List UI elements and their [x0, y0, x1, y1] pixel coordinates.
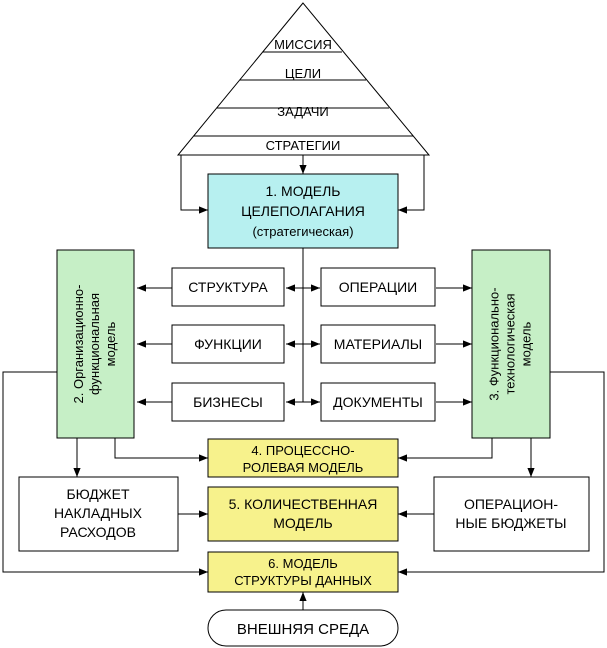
- external-environment-box: [207, 609, 399, 647]
- data-structure-model: 6. МОДЕЛЬ СТРУКТУРЫ ДАННЫХ: [207, 551, 399, 593]
- quantitative-model-line2: МОДЕЛЬ: [273, 515, 332, 531]
- operational-budgets-line1: ОПЕРАЦИОН-: [464, 496, 558, 512]
- businesses-label: БИЗНЕСЫ: [193, 394, 263, 410]
- connector-arrow: [398, 371, 605, 576]
- connector-arrow: [398, 438, 493, 462]
- materials-box: [320, 324, 436, 364]
- org-functional-model: 2. Организационно- функциональная модель: [56, 249, 135, 439]
- process-role-model: 4. ПРОЦЕССНО- РОЛЕВАЯ МОДЕЛЬ: [207, 438, 399, 478]
- materials-label: МАТЕРИАЛЫ: [334, 336, 422, 352]
- operational-budgets-line2: НЫЕ БЮДЖЕТЫ: [455, 515, 566, 531]
- external-environment-label: ВНЕШНЯЯ СРЕДА: [237, 621, 369, 638]
- connector-arrow: [398, 155, 425, 214]
- functions-label: ФУНКЦИИ: [194, 336, 262, 352]
- org-functional-model-line2: функциональная: [87, 293, 102, 395]
- org-functional-model-box: [56, 249, 135, 439]
- func-tech-model-line2: технологическая: [502, 293, 517, 394]
- process-role-model-line1: 4. ПРОЦЕССНО-: [251, 443, 354, 458]
- center-right-boxes: ОПЕРАЦИИ МАТЕРИАЛЫ ДОКУМЕНТЫ: [320, 267, 436, 422]
- connectors: [2, 155, 605, 610]
- external-environment: ВНЕШНЯЯ СРЕДА: [207, 609, 399, 647]
- connector-arrow: [2, 371, 208, 576]
- org-functional-model-line3: модель: [103, 321, 118, 366]
- goal-setting-model-box: [207, 173, 399, 249]
- pyramid-level-mission: МИССИЯ: [274, 37, 332, 52]
- goal-setting-model: 1. МОДЕЛЬ ЦЕЛЕПОЛАГАНИЯ (стратегическая): [207, 173, 399, 249]
- goal-setting-model-line3: (стратегическая): [252, 224, 353, 239]
- structure-box: [171, 267, 285, 307]
- goals-pyramid: МИССИЯ ЦЕЛИ ЗАДАЧИ СТРАТЕГИИ: [176, 2, 431, 156]
- operational-budgets-box: [433, 476, 590, 552]
- businesses-box: [171, 382, 285, 422]
- operational-budgets: ОПЕРАЦИОН- НЫЕ БЮДЖЕТЫ: [433, 476, 590, 552]
- overhead-budget-box: [18, 476, 179, 552]
- process-role-model-box: [207, 438, 399, 478]
- overhead-budget-line3: РАСХОДОВ: [60, 524, 136, 540]
- process-role-model-line2: РОЛЕВАЯ МОДЕЛЬ: [243, 460, 364, 475]
- quantitative-model-box: [207, 486, 399, 542]
- quantitative-model-line1: 5. КОЛИЧЕСТВЕННАЯ: [229, 496, 378, 512]
- overhead-budget-line1: БЮДЖЕТ: [66, 486, 129, 502]
- overhead-budget: БЮДЖЕТ НАКЛАДНЫХ РАСХОДОВ: [18, 476, 179, 552]
- data-structure-model-line2: СТРУКТУРЫ ДАННЫХ: [234, 573, 372, 588]
- center-left-boxes: СТРУКТУРА ФУНКЦИИ БИЗНЕСЫ: [171, 267, 285, 422]
- pyramid-level-tasks: ЗАДАЧИ: [277, 104, 328, 119]
- func-tech-model: 3. Функционально- технологическая модель: [471, 249, 551, 439]
- overhead-budget-line2: НАКЛАДНЫХ: [54, 505, 143, 521]
- structure-label: СТРУКТУРА: [188, 279, 268, 295]
- pyramid-level-goals: ЦЕЛИ: [285, 66, 321, 81]
- documents-label: ДОКУМЕНТЫ: [333, 394, 423, 410]
- connector-arrow: [180, 155, 208, 214]
- data-structure-model-line1: 6. МОДЕЛЬ: [268, 556, 338, 571]
- goal-setting-model-line2: ЦЕЛЕПОЛАГАНИЯ: [241, 203, 365, 219]
- org-functional-model-line1: 2. Организационно-: [71, 285, 86, 404]
- func-tech-model-line3: модель: [518, 321, 533, 366]
- func-tech-model-line1: 3. Функционально-: [486, 287, 501, 400]
- pyramid-level-strategies: СТРАТЕГИИ: [266, 138, 341, 153]
- connector-arrow: [114, 438, 208, 462]
- operations-label: ОПЕРАЦИИ: [339, 279, 418, 295]
- operations-box: [320, 267, 436, 307]
- quantitative-model: 5. КОЛИЧЕСТВЕННАЯ МОДЕЛЬ: [207, 486, 399, 542]
- data-structure-model-box: [207, 551, 399, 593]
- goal-setting-model-line1: 1. МОДЕЛЬ: [265, 183, 340, 199]
- func-tech-model-box: [471, 249, 551, 439]
- functions-box: [171, 324, 285, 364]
- documents-box: [320, 382, 436, 422]
